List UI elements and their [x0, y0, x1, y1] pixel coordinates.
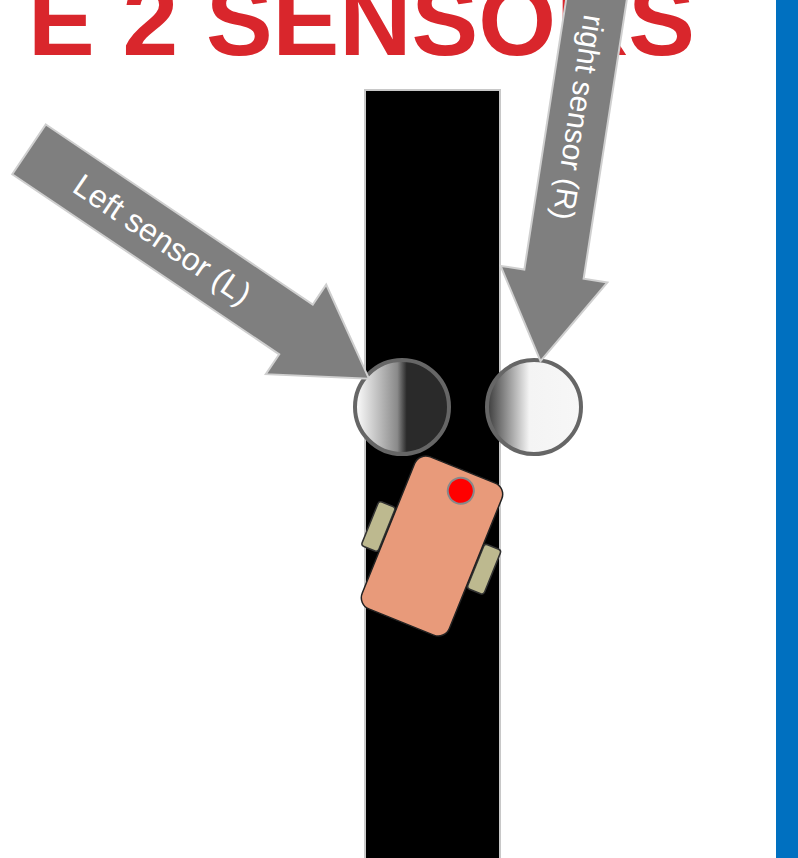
- robot-body: [358, 452, 507, 639]
- right-sensor: [487, 360, 581, 454]
- robot-marker: [444, 474, 478, 508]
- arrow-outline: [487, 0, 656, 369]
- left-sensor: [355, 360, 449, 454]
- arrow-label: Left sensor (L): [67, 166, 259, 312]
- side-bar: [776, 0, 798, 858]
- callout-arrow: Left sensor (L): [0, 105, 399, 424]
- arrow-outline: [0, 105, 399, 424]
- arrow-label-holder: Left sensor (L): [0, 105, 326, 375]
- arrow-label: right sensor (R): [545, 13, 610, 222]
- robot: [340, 445, 524, 647]
